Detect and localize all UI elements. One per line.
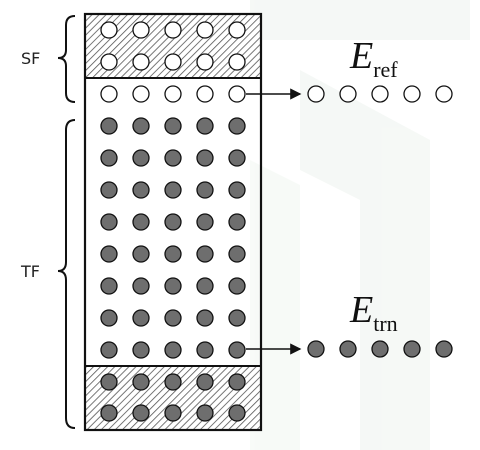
filled-dot bbox=[100, 341, 118, 359]
filled-dot-hatched bbox=[228, 373, 246, 391]
filled-dot bbox=[228, 245, 246, 263]
open-dot-hatched bbox=[196, 21, 214, 39]
filled-dot bbox=[132, 117, 150, 135]
open-dot-reflection-row bbox=[100, 85, 118, 103]
open-dot-hatched bbox=[196, 53, 214, 71]
open-dot-hatched bbox=[228, 53, 246, 71]
filled-dot-hatched bbox=[164, 404, 182, 422]
filled-dot-hatched bbox=[228, 404, 246, 422]
transmitted-output-dot bbox=[371, 340, 389, 358]
transmitted-output-dot bbox=[307, 340, 325, 358]
filled-dot bbox=[228, 341, 246, 359]
filled-dot-hatched bbox=[132, 404, 150, 422]
filled-dot bbox=[132, 245, 150, 263]
open-dot-reflection-row bbox=[196, 85, 214, 103]
e-trn-symbol: E bbox=[349, 289, 373, 331]
filled-dot bbox=[228, 277, 246, 295]
sf-brace bbox=[57, 15, 76, 103]
filled-dot-hatched bbox=[196, 404, 214, 422]
open-dot-hatched bbox=[164, 21, 182, 39]
background-watermark bbox=[250, 0, 470, 450]
filled-dot bbox=[228, 117, 246, 135]
lattice-dots bbox=[100, 21, 246, 422]
filled-dot bbox=[196, 341, 214, 359]
tf-label: TF bbox=[20, 262, 40, 281]
filled-dot bbox=[164, 181, 182, 199]
tf-brace bbox=[57, 119, 76, 429]
transmitted-output-dot bbox=[403, 340, 421, 358]
open-dot-hatched bbox=[100, 21, 118, 39]
filled-dot bbox=[164, 341, 182, 359]
filled-dot bbox=[196, 149, 214, 167]
transmitted-output-dot bbox=[339, 340, 357, 358]
reflected-output-dot bbox=[435, 85, 453, 103]
filled-dot bbox=[164, 245, 182, 263]
transmitted-output-dot bbox=[435, 340, 453, 358]
open-dot-hatched bbox=[132, 21, 150, 39]
reflected-output-dot bbox=[403, 85, 421, 103]
filled-dot bbox=[100, 181, 118, 199]
lattice-column bbox=[83, 12, 263, 432]
filled-dot bbox=[132, 309, 150, 327]
filled-dot bbox=[228, 181, 246, 199]
open-dot-reflection-row bbox=[228, 85, 246, 103]
open-dot-reflection-row bbox=[164, 85, 182, 103]
filled-dot bbox=[100, 245, 118, 263]
filled-dot bbox=[100, 213, 118, 231]
reflected-output-dot bbox=[339, 85, 357, 103]
filled-dot bbox=[132, 213, 150, 231]
filled-dot-hatched bbox=[100, 404, 118, 422]
filled-dot bbox=[132, 341, 150, 359]
filled-dot bbox=[228, 149, 246, 167]
filled-dot bbox=[196, 277, 214, 295]
sf-label: SF bbox=[21, 49, 40, 68]
filled-dot-hatched bbox=[164, 373, 182, 391]
open-dot-hatched bbox=[164, 53, 182, 71]
output-dots bbox=[307, 85, 453, 358]
open-dot-reflection-row bbox=[132, 85, 150, 103]
filled-dot bbox=[100, 117, 118, 135]
filled-dot bbox=[196, 181, 214, 199]
reflected-output-dot bbox=[307, 85, 325, 103]
filled-dot bbox=[196, 309, 214, 327]
filled-dot bbox=[228, 213, 246, 231]
filled-dot bbox=[196, 117, 214, 135]
filled-dot bbox=[100, 277, 118, 295]
e-ref-label: Eref bbox=[349, 35, 398, 82]
filled-dot bbox=[164, 117, 182, 135]
filled-dot bbox=[164, 277, 182, 295]
filled-dot bbox=[132, 181, 150, 199]
filled-dot bbox=[164, 149, 182, 167]
e-ref-symbol: E bbox=[349, 35, 373, 77]
reflected-output-dot bbox=[371, 85, 389, 103]
e-trn-label: Etrn bbox=[349, 289, 398, 336]
e-ref-subscript: ref bbox=[373, 57, 398, 82]
filled-dot-hatched bbox=[100, 373, 118, 391]
filled-dot bbox=[100, 149, 118, 167]
filled-dot bbox=[164, 309, 182, 327]
filled-dot bbox=[164, 213, 182, 231]
open-dot-hatched bbox=[132, 53, 150, 71]
filled-dot bbox=[132, 277, 150, 295]
filled-dot-hatched bbox=[196, 373, 214, 391]
column-border bbox=[83, 12, 263, 432]
filled-dot bbox=[100, 309, 118, 327]
e-trn-subscript: trn bbox=[373, 311, 397, 336]
open-dot-hatched bbox=[100, 53, 118, 71]
filled-dot bbox=[132, 149, 150, 167]
open-dot-hatched bbox=[228, 21, 246, 39]
filled-dot-hatched bbox=[132, 373, 150, 391]
filled-dot bbox=[228, 309, 246, 327]
filled-dot bbox=[196, 213, 214, 231]
filled-dot bbox=[196, 245, 214, 263]
